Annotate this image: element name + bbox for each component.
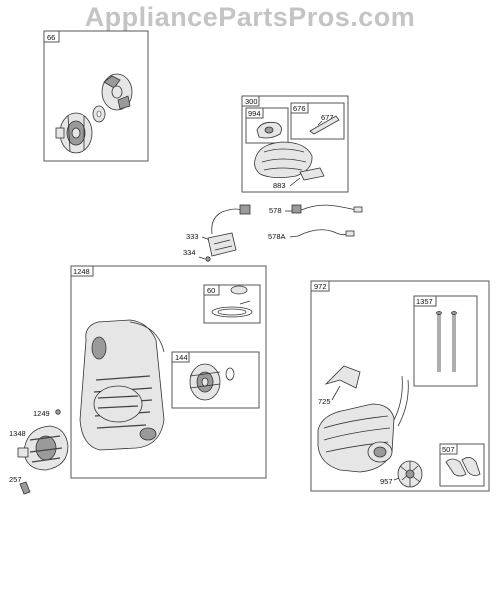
ground-wire bbox=[297, 229, 349, 237]
cover-bracket bbox=[299, 167, 325, 181]
filter-gasket bbox=[309, 115, 340, 135]
group-1357-label: 1357 bbox=[416, 297, 433, 306]
vibration-mount-a bbox=[445, 458, 467, 477]
engine-housing bbox=[79, 319, 165, 451]
group-66[interactable]: 66 bbox=[43, 30, 149, 162]
fuel-cap bbox=[397, 460, 423, 488]
part-334[interactable]: 334 bbox=[183, 248, 211, 262]
group-300[interactable]: 300 994 676 677 883 bbox=[241, 95, 349, 193]
part-883-label: 883 bbox=[273, 181, 286, 190]
group-972-tag bbox=[310, 280, 330, 292]
group-994-tag bbox=[245, 107, 264, 119]
crank-pin bbox=[55, 409, 61, 415]
part-578[interactable]: 578 bbox=[269, 204, 363, 215]
clutch-shoes bbox=[101, 73, 133, 111]
stop-switch-wire bbox=[300, 204, 357, 211]
group-507-box bbox=[439, 443, 485, 487]
part-257[interactable]: 257 bbox=[9, 475, 31, 495]
group-507[interactable]: 507 bbox=[439, 443, 485, 487]
part-578a[interactable]: 578A bbox=[268, 229, 355, 241]
module-screw bbox=[205, 256, 211, 262]
group-300-tag bbox=[241, 95, 260, 107]
group-507-label: 507 bbox=[442, 445, 455, 454]
group-1248[interactable]: 1248 60 144 bbox=[70, 265, 267, 479]
fuel-line-b bbox=[452, 314, 456, 372]
group-676-tag bbox=[290, 102, 309, 114]
watermark: AppliancePartsPros.com bbox=[84, 2, 416, 32]
group-1248-label: 1248 bbox=[73, 267, 90, 276]
group-60-box bbox=[203, 284, 261, 324]
part-333-label: 333 bbox=[186, 232, 199, 241]
group-144-box bbox=[171, 351, 260, 409]
air-filter-cover bbox=[254, 141, 313, 178]
group-1357[interactable]: 1357 bbox=[413, 295, 478, 387]
group-66-tag bbox=[43, 30, 60, 43]
spark-plug-boot bbox=[239, 204, 251, 215]
part-334-label: 334 bbox=[183, 248, 196, 257]
part-578-label: 578 bbox=[269, 206, 282, 215]
part-1348[interactable]: 1348 bbox=[9, 425, 69, 471]
group-66-label: 66 bbox=[47, 33, 55, 42]
group-60-label: 60 bbox=[207, 286, 215, 295]
group-66-box bbox=[43, 30, 149, 162]
group-676-box bbox=[290, 102, 345, 140]
tank-bracket bbox=[324, 365, 361, 389]
part-1249-label: 1249 bbox=[33, 409, 50, 418]
piston-ring bbox=[225, 367, 235, 381]
group-60[interactable]: 60 bbox=[203, 284, 261, 324]
cover-screw bbox=[19, 481, 31, 495]
part-677-label: 677 bbox=[321, 113, 334, 122]
part-578a-label: 578A bbox=[268, 232, 286, 241]
spark-plug-lead bbox=[211, 208, 245, 235]
group-972[interactable]: 972 1357 725 957 bbox=[310, 280, 490, 492]
group-676[interactable]: 676 677 bbox=[290, 102, 345, 140]
vibration-mount-b bbox=[461, 457, 481, 476]
part-257-label: 257 bbox=[9, 475, 22, 484]
part-1249[interactable]: 1249 bbox=[33, 409, 61, 418]
switch-connector bbox=[291, 204, 302, 214]
group-144-tag bbox=[171, 351, 190, 363]
group-1357-tag bbox=[413, 295, 437, 307]
group-1248-box bbox=[70, 265, 267, 479]
group-972-box bbox=[310, 280, 490, 492]
group-994-label: 994 bbox=[248, 109, 261, 118]
clutch-drum bbox=[55, 112, 93, 154]
group-144-label: 144 bbox=[175, 353, 188, 362]
group-676-label: 676 bbox=[293, 104, 306, 113]
gasket-small bbox=[230, 285, 248, 295]
part-333[interactable]: 333 bbox=[186, 204, 251, 257]
group-994[interactable]: 994 bbox=[245, 107, 289, 144]
group-994-box bbox=[245, 107, 289, 144]
fuel-tank bbox=[317, 375, 409, 473]
part-1348-label: 1348 bbox=[9, 429, 26, 438]
part-957-label: 957 bbox=[380, 477, 393, 486]
group-144[interactable]: 144 bbox=[171, 351, 260, 409]
group-300-label: 300 bbox=[245, 97, 258, 106]
group-507-tag bbox=[439, 443, 458, 455]
gasket-ring bbox=[211, 306, 253, 318]
group-1248-tag bbox=[70, 265, 94, 277]
clutch-washer bbox=[92, 105, 106, 123]
part-725-label: 725 bbox=[318, 397, 331, 406]
group-60-tag bbox=[203, 284, 220, 296]
fuel-line-a bbox=[437, 314, 441, 372]
group-300-box bbox=[241, 95, 349, 193]
ignition-module bbox=[207, 232, 237, 257]
group-972-label: 972 bbox=[314, 282, 327, 291]
group-1357-box bbox=[413, 295, 478, 387]
